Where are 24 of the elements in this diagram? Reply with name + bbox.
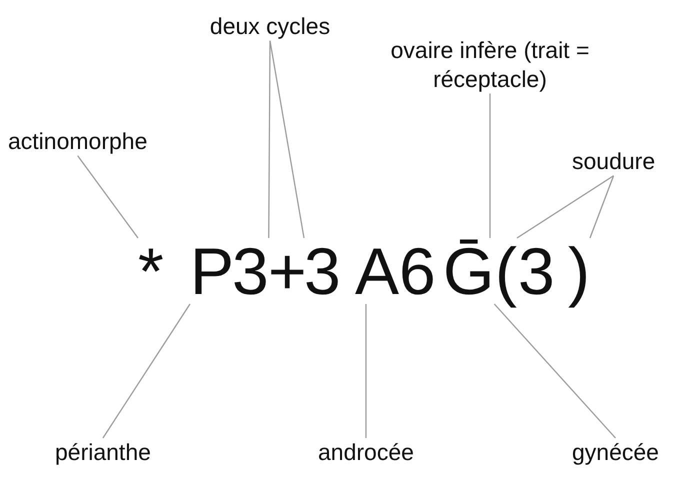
callout-text: androcée [318,438,414,467]
leader-line [589,176,614,238]
leader-line [516,175,614,238]
formula-letter: Ḡ [443,238,494,304]
leader-line [365,304,367,438]
leader-line [77,155,138,238]
plus-sign: + [268,238,307,304]
leader-line [269,40,305,238]
leader-line [268,40,271,238]
callout-text: ovaire infère (trait = réceptacle) [375,36,605,94]
callout-text: gynécée [572,438,659,467]
callout-text: périanthe [55,438,151,467]
asterisk-symbol: * [138,238,164,304]
leader-line [494,304,616,438]
callout-text: deux cycles [195,12,345,41]
formula-letter: P [190,238,234,304]
formula-term: A6 [355,238,436,304]
callout-text: soudure [572,147,656,176]
formula-number: 3 [304,238,341,304]
formula-number: 3 [518,238,555,304]
leader-line [489,94,491,238]
leader-line [102,304,190,438]
formula-number: 3 [232,238,269,304]
callout-text: actinomorphe [8,127,148,156]
